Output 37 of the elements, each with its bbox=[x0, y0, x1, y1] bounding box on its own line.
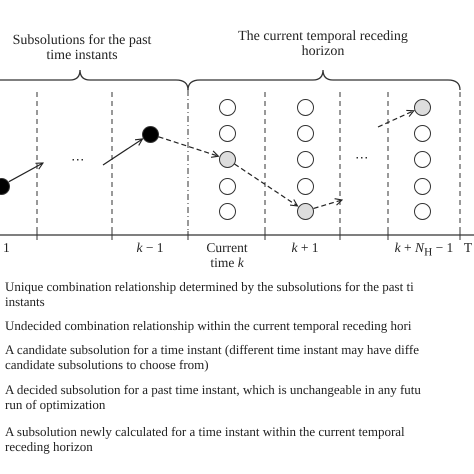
time-label: k + 1 bbox=[290, 240, 320, 255]
arrow bbox=[102, 138, 144, 166]
legend-text: A subsolution newly calculated for a time instant within the current temporal receding horizon bbox=[5, 424, 406, 454]
arrow bbox=[8, 162, 44, 182]
candidate-subsolution-circle bbox=[218, 202, 236, 220]
candidate-subsolution-circle bbox=[414, 124, 430, 142]
heading: The current temporal receding horizon bbox=[237, 29, 409, 59]
ellipsis: ⋯ bbox=[354, 150, 370, 165]
legend-text: Unique combination relationship determined by the subsolutions for the past ti instants bbox=[5, 279, 415, 309]
candidate-subsolution-circle bbox=[414, 202, 430, 220]
time-label: 1 bbox=[3, 240, 11, 255]
candidate-subsolution-circle bbox=[296, 98, 314, 116]
time-label: k − 1 bbox=[135, 240, 165, 255]
ellipsis: ⋯ bbox=[70, 152, 86, 167]
new-subsolution-circle bbox=[296, 202, 314, 220]
time-label: k + N$_{H}$ − 1 bbox=[394, 240, 454, 261]
candidate-subsolution-circle bbox=[218, 98, 236, 116]
candidate-subsolution-circle bbox=[414, 178, 430, 194]
candidate-subsolution-circle bbox=[218, 124, 236, 142]
new-subsolution-circle bbox=[414, 98, 430, 116]
candidate-subsolution-circle bbox=[296, 124, 314, 142]
dashed-arrow bbox=[158, 136, 219, 158]
candidate-subsolution-circle bbox=[218, 178, 236, 194]
heading: Subsolutions for the past time instants bbox=[12, 33, 152, 63]
legend-text: A candidate subsolution for a time instant (different time instant may have diffe candidate subsolutions to choose from) bbox=[5, 342, 420, 372]
candidate-subsolution-circle bbox=[296, 178, 314, 194]
new-subsolution-circle bbox=[218, 150, 236, 168]
dashed-arrow bbox=[378, 110, 414, 128]
decided-subsolution-dot bbox=[142, 126, 158, 142]
legend-text: A decided subsolution for a past time instant, which is unchangeable in any futu run of optimization bbox=[5, 382, 422, 412]
candidate-subsolution-circle bbox=[296, 150, 314, 168]
legend-text: Undecided combination relationship within the current temporal receding hori bbox=[5, 318, 412, 333]
time-label: Current time k bbox=[205, 240, 249, 270]
dashed-arrow bbox=[234, 164, 298, 207]
dashed-arrow bbox=[313, 198, 343, 210]
time-label: T bbox=[462, 240, 474, 255]
candidate-subsolution-circle bbox=[414, 150, 430, 168]
